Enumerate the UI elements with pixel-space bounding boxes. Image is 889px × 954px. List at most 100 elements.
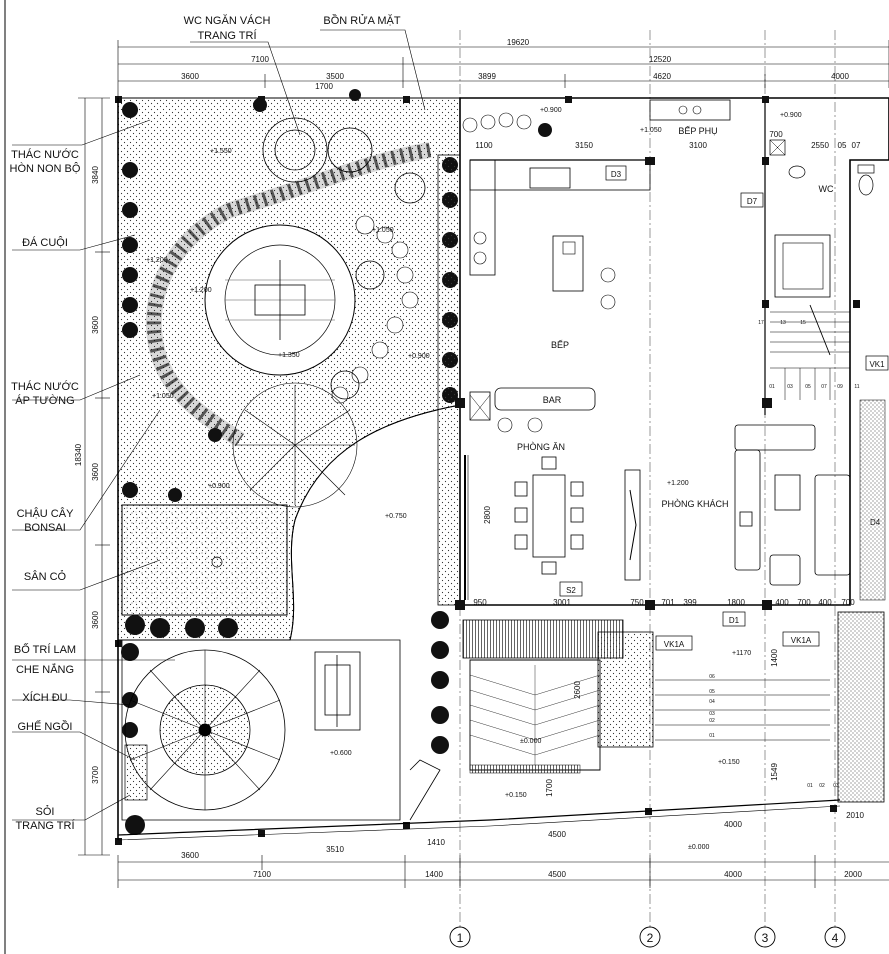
svg-text:12520: 12520: [649, 55, 672, 64]
svg-text:1700: 1700: [315, 82, 333, 91]
svg-text:2010: 2010: [846, 811, 864, 820]
stepping-stones: [331, 112, 532, 404]
svg-text:950: 950: [473, 598, 487, 607]
stair-numbers: 17 13 15 01 03 05 07 09 11: [758, 320, 860, 390]
svg-text:1410: 1410: [427, 838, 445, 847]
building: [115, 96, 889, 845]
label-bench: GHẾ NGỒI: [17, 720, 72, 733]
svg-text:01: 01: [807, 783, 813, 789]
room-wc: WC: [819, 184, 834, 194]
svg-text:+0.600: +0.600: [330, 750, 352, 757]
stair-treads: [770, 311, 850, 400]
svg-text:3150: 3150: [575, 141, 593, 150]
svg-text:3600: 3600: [91, 316, 100, 334]
svg-text:3840: 3840: [91, 166, 100, 184]
svg-text:700: 700: [769, 130, 783, 139]
label-washbasin: BỒN RỬA MẶT: [323, 14, 401, 27]
svg-text:03: 03: [833, 783, 839, 789]
svg-text:4000: 4000: [724, 870, 742, 879]
svg-text:±0.000: ±0.000: [688, 844, 709, 851]
svg-text:+0.750: +0.750: [385, 513, 407, 520]
svg-text:4500: 4500: [548, 830, 566, 839]
svg-text:3510: 3510: [326, 845, 344, 854]
room-kitchen: BẾP: [551, 340, 569, 350]
svg-text:+1.200: +1.200: [667, 480, 689, 487]
svg-text:18340: 18340: [74, 443, 83, 466]
room-back-kitchen: BẾP PHỤ: [678, 126, 717, 136]
svg-text:2800: 2800: [483, 506, 492, 524]
svg-text:3600: 3600: [91, 611, 100, 629]
tag-d4: D4: [870, 518, 881, 527]
garden: [117, 89, 552, 835]
axis-2: 2: [647, 931, 654, 945]
tag-d3: D3: [611, 170, 622, 179]
svg-text:3001: 3001: [553, 598, 571, 607]
svg-text:+0.150: +0.150: [718, 759, 740, 766]
svg-text:3600: 3600: [91, 463, 100, 481]
leader-lines: [12, 29, 426, 821]
svg-text:07: 07: [852, 141, 861, 150]
svg-text:2550: 2550: [811, 141, 829, 150]
dimension-lines: [78, 40, 889, 888]
label-lawn: SÂN CỎ: [24, 570, 67, 583]
svg-text:05: 05: [709, 689, 715, 695]
svg-text:1100: 1100: [475, 141, 493, 150]
front-steps: [655, 679, 830, 741]
svg-text:2000: 2000: [844, 870, 862, 879]
swing-bench: [314, 651, 361, 731]
svg-text:06: 06: [709, 674, 715, 680]
svg-text:7100: 7100: [253, 870, 271, 879]
svg-text:03: 03: [787, 384, 793, 390]
svg-text:01: 01: [709, 733, 715, 739]
room-bar: BAR: [543, 395, 562, 405]
svg-text:750: 750: [630, 598, 644, 607]
sofa-set: [734, 424, 851, 586]
room-dining: PHÒNG ĂN: [517, 442, 565, 452]
svg-text:11: 11: [854, 384, 859, 390]
svg-text:+1.050: +1.050: [152, 393, 174, 400]
side-planter: [837, 611, 885, 803]
columns: [115, 96, 860, 845]
axis-labels: 1 2 3 4: [457, 931, 839, 945]
svg-text:+1.350: +1.350: [278, 352, 300, 359]
door-window-tags: D3 D7 S2 D1 VK1A VK1A VK1 D4: [559, 165, 889, 651]
trees: [232, 117, 426, 508]
swing-tree: [124, 649, 286, 811]
svg-text:4000: 4000: [831, 72, 849, 81]
sun-louver: [462, 619, 624, 659]
svg-text:1549: 1549: [770, 763, 779, 781]
svg-text:4000: 4000: [724, 820, 742, 829]
tag-d7: D7: [747, 197, 758, 206]
dining-table: [514, 456, 584, 575]
svg-text:3100: 3100: [689, 141, 707, 150]
tv-cabinet: [624, 469, 641, 581]
svg-text:19620: 19620: [507, 38, 530, 47]
svg-text:1400: 1400: [770, 649, 779, 667]
pavilion-deck: [225, 260, 335, 340]
axis-4: 4: [832, 931, 839, 945]
svg-text:1700: 1700: [545, 779, 554, 797]
svg-text:1800: 1800: [727, 598, 745, 607]
svg-text:04: 04: [709, 699, 715, 705]
svg-text:1400: 1400: [425, 870, 443, 879]
svg-text:17: 17: [758, 320, 764, 326]
tag-vk1a-left: VK1A: [664, 640, 685, 649]
stairwell: [774, 234, 831, 298]
svg-text:3600: 3600: [181, 72, 199, 81]
svg-text:+0.150: +0.150: [505, 792, 527, 799]
svg-text:400: 400: [818, 598, 832, 607]
svg-text:3899: 3899: [478, 72, 496, 81]
svg-text:2600: 2600: [573, 681, 582, 699]
svg-text:4500: 4500: [548, 870, 566, 879]
svg-text:7100: 7100: [251, 55, 269, 64]
svg-text:03: 03: [709, 711, 715, 717]
svg-text:05: 05: [805, 384, 811, 390]
room-labels: BẾP PHỤ WC BẾP BAR PHÒNG ĂN PHÒNG KHÁCH: [517, 126, 834, 509]
